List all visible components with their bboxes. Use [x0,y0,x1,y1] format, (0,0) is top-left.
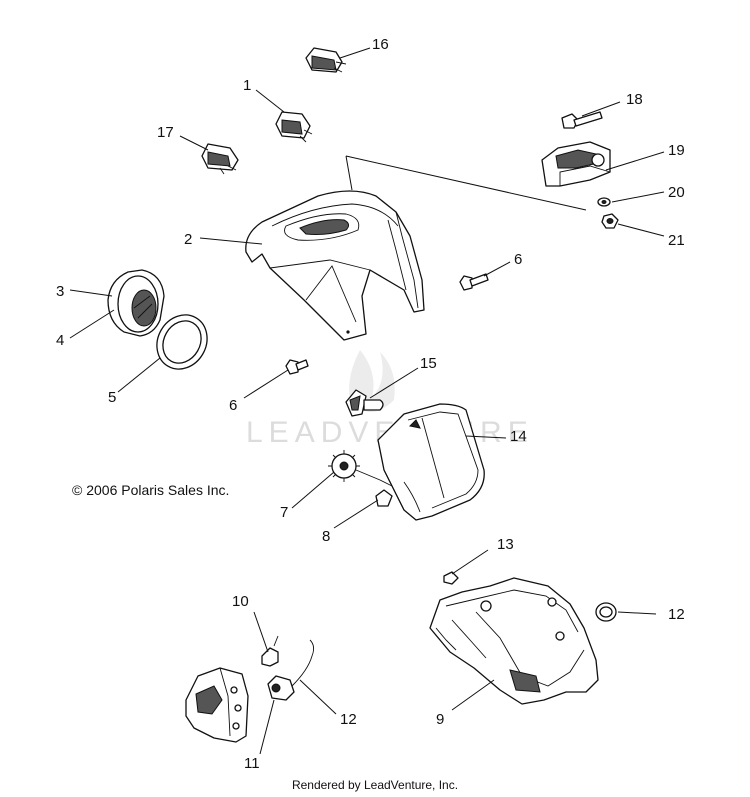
callout-16: 15 [420,355,437,372]
fairing-part-2 [245,190,425,341]
socket-part-11 [267,675,295,701]
callout-7: 7 [280,504,288,521]
screw-part-19 [561,111,603,129]
copyright-notice: © 2006 Polaris Sales Inc. [72,482,230,498]
callout-6-upper: 6 [514,251,522,268]
rendered-by-footer: Rendered by LeadVenture, Inc. [291,778,459,792]
clip-part-14 [443,571,459,585]
bolt-part-6-upper [459,273,489,291]
sprocket-part-7 [328,450,393,487]
callout-5: 5 [108,389,116,406]
callout-20: 19 [668,142,685,159]
callout-18: 17 [157,124,174,141]
oring-part-13 [595,602,617,622]
leader-lines [69,47,665,755]
wire-part-12 [291,639,315,687]
callout-4: 4 [56,332,64,349]
adjuster-part-8 [375,489,393,507]
callout-17: 16 [372,36,389,53]
bolt-part-6-lower [285,359,309,375]
bracket-part-20 [541,141,611,187]
nut-part-22 [601,213,619,229]
callout-15: 14 [510,428,527,445]
callout-13: 12 [668,606,685,623]
lower-bracket-assembly [185,667,249,743]
housing-part-3-4 [107,269,165,337]
callout-labels: 16 1 17 2 3 4 5 6 6 15 14 7 8 13 12 9 10… [56,36,685,772]
callout-9: 9 [436,711,444,728]
callout-10: 10 [232,593,249,610]
callout-8: 8 [322,528,330,545]
headlight-part-15 [377,403,485,521]
bulb-part-16 [345,389,384,417]
callout-12: 12 [340,711,357,728]
switch-part-18 [201,143,239,175]
switch-part-17 [305,47,347,73]
callout-19: 18 [626,91,643,108]
callout-11: 11 [244,755,260,772]
switch-part-1 [275,111,313,143]
washer-part-21 [597,197,611,207]
callout-14: 13 [497,536,514,553]
callout-6-lower: 6 [229,397,237,414]
callout-21: 20 [668,184,685,201]
callout-22: 21 [668,232,685,249]
callout-1: 1 [243,77,251,94]
ring-part-5 [156,314,208,370]
callout-3: 3 [56,283,64,300]
bolt-part-10 [261,635,279,667]
callout-2: 2 [184,231,192,248]
lower-housing-part-9 [429,577,599,705]
